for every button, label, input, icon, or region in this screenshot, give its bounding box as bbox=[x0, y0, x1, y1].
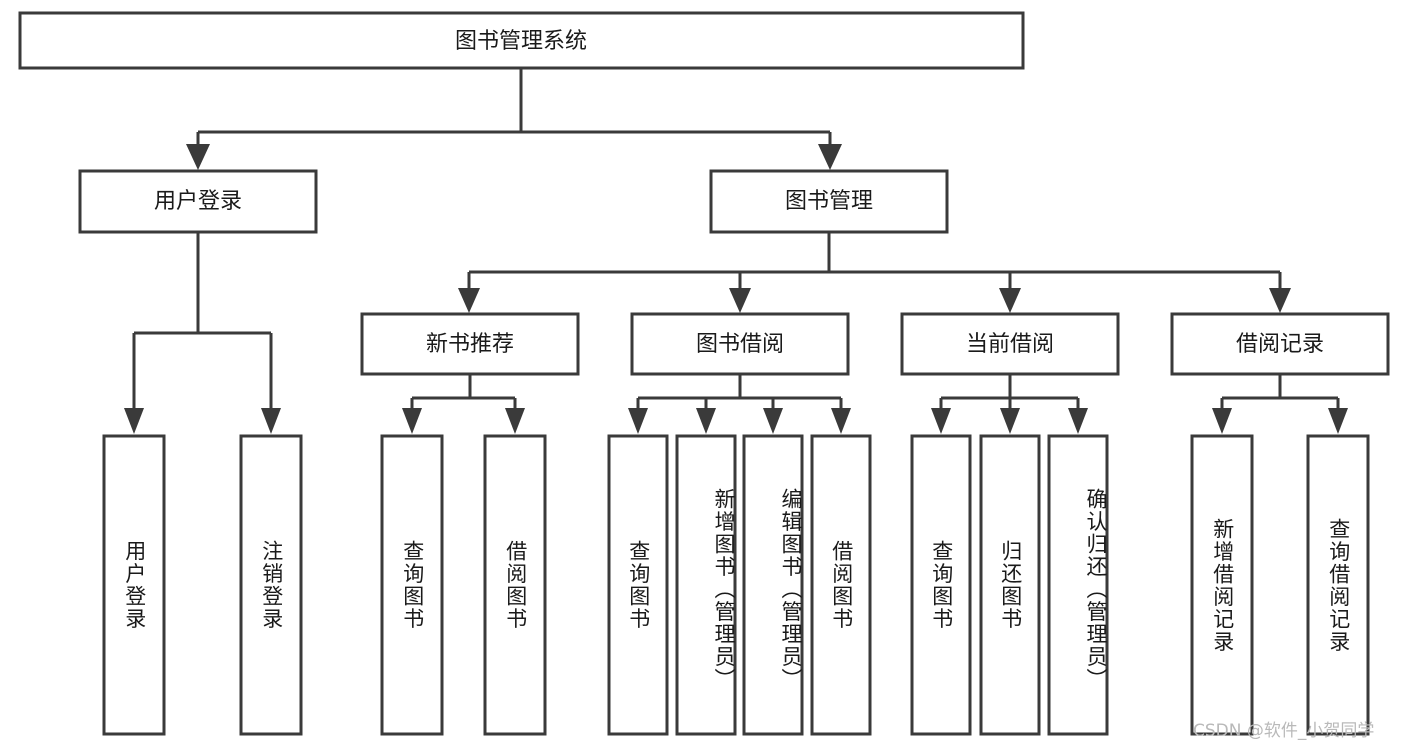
node-current-borrow[interactable] bbox=[900, 312, 1120, 376]
leaf-box-br-query-record[interactable] bbox=[1306, 434, 1370, 736]
node-new-book-recommend-label: 新书推荐 bbox=[426, 332, 514, 357]
arrow-head-user-login bbox=[186, 144, 210, 170]
node-root-book-management-system[interactable] bbox=[18, 11, 1025, 70]
node-book-management[interactable] bbox=[709, 169, 949, 234]
arrow-head-bb-leaf-3 bbox=[763, 408, 783, 434]
arrow-head-br-leaf-2 bbox=[1328, 408, 1348, 434]
arrow-head-br-leaf-1 bbox=[1212, 408, 1232, 434]
arrow-head-cb-leaf-2 bbox=[1000, 408, 1020, 434]
leaf-box-bb-borrow-book[interactable] bbox=[810, 434, 872, 736]
arrow-head-borrow-record bbox=[1269, 288, 1291, 313]
node-book-management-label: 图书管理 bbox=[785, 189, 873, 214]
arrow-head-book-borrow bbox=[729, 288, 751, 313]
arrow-head-book-management bbox=[818, 144, 842, 170]
arrow-head-current-borrow bbox=[999, 288, 1021, 313]
node-borrow-record[interactable] bbox=[1170, 312, 1390, 376]
arrow-head-nbr-leaf-1 bbox=[402, 408, 422, 434]
arrow-head-new-book bbox=[458, 288, 480, 313]
node-book-borrow[interactable] bbox=[630, 312, 850, 376]
node-new-book-recommend[interactable] bbox=[360, 312, 580, 376]
arrow-head-ul-leaf-1 bbox=[124, 408, 144, 434]
node-user-login-label: 用户登录 bbox=[154, 189, 242, 214]
arrow-head-nbr-leaf-2 bbox=[505, 408, 525, 434]
arrow-head-cb-leaf-3 bbox=[1068, 408, 1088, 434]
csdn-watermark: CSDN @软件_小贺同学 bbox=[1193, 721, 1375, 741]
leaf-box-bb-query-book[interactable] bbox=[607, 434, 669, 736]
node-book-borrow-label: 图书借阅 bbox=[696, 332, 784, 357]
leaf-box-br-add-record[interactable] bbox=[1190, 434, 1254, 736]
leaf-box-logout[interactable] bbox=[239, 434, 303, 736]
leaf-box-nbr-query-book[interactable] bbox=[380, 434, 444, 736]
node-current-borrow-label: 当前借阅 bbox=[966, 332, 1054, 357]
arrow-head-bb-leaf-1 bbox=[628, 408, 648, 434]
node-root-label: 图书管理系统 bbox=[455, 29, 587, 54]
leaf-box-cb-return-book[interactable] bbox=[979, 434, 1041, 736]
leaf-box-bb-add-book-admin[interactable] bbox=[675, 434, 737, 736]
leaf-box-cb-query-book[interactable] bbox=[910, 434, 972, 736]
arrow-head-bb-leaf-2 bbox=[696, 408, 716, 434]
arrow-head-bb-leaf-4 bbox=[831, 408, 851, 434]
arrow-head-cb-leaf-1 bbox=[931, 408, 951, 434]
leaf-box-bb-edit-book-admin[interactable] bbox=[742, 434, 804, 736]
node-borrow-record-label: 借阅记录 bbox=[1236, 332, 1324, 357]
leaf-box-nbr-borrow-book[interactable] bbox=[483, 434, 547, 736]
arrow-head-ul-leaf-2 bbox=[261, 408, 281, 434]
leaf-box-user-login[interactable] bbox=[102, 434, 166, 736]
leaf-box-cb-confirm-return-admin[interactable] bbox=[1047, 434, 1109, 736]
